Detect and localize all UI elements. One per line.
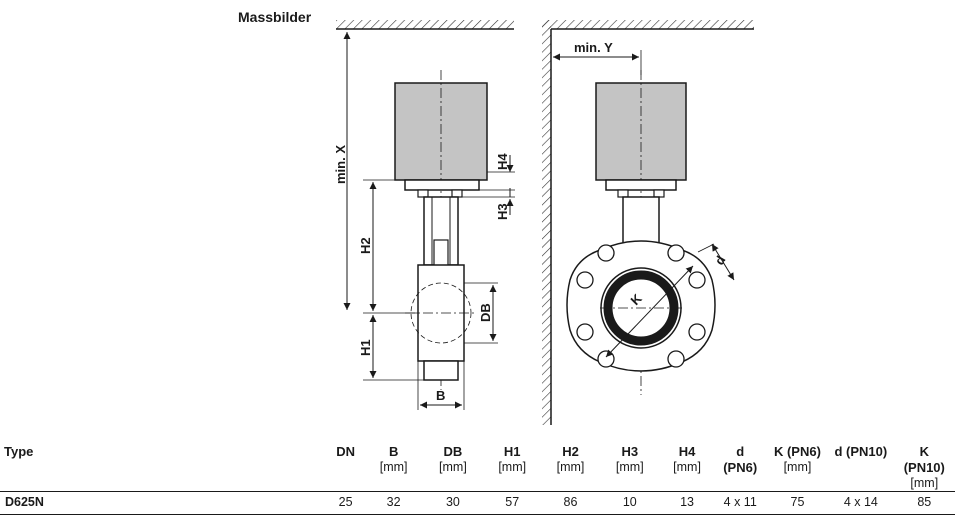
wall-hatch: [542, 20, 551, 425]
label-min-x: min. X: [333, 145, 348, 184]
column-header-dn: DN: [327, 444, 364, 492]
label-min-y: min. Y: [574, 40, 613, 55]
column-header-h2: H2[mm]: [541, 444, 600, 492]
label-h2: H2: [358, 237, 373, 254]
cell-db: 30: [423, 491, 483, 515]
cell-d-pn6: 4 x 11: [713, 491, 767, 515]
column-header-h3: H3[mm]: [599, 444, 661, 492]
mounting-flange: [404, 179, 480, 191]
cell-k-pn6: 75: [766, 491, 829, 515]
dimension-d: [711, 243, 735, 281]
dimension-table: Type DN B[mm] DB[mm] H1[mm] H2[mm] H3[mm…: [0, 444, 955, 515]
cell-h1: 57: [482, 491, 542, 515]
table-header-row: Type DN B[mm] DB[mm] H1[mm] H2[mm] H3[mm…: [0, 444, 955, 492]
label-db: DB: [478, 303, 493, 322]
side-view-drawing: min. X H2 H1: [333, 20, 515, 410]
column-header-db: DB[mm]: [423, 444, 483, 492]
column-header-type: Type: [0, 444, 328, 492]
column-header-d-pn10: d (PN10): [828, 444, 894, 492]
table-row: D625N 25 32 30 57 86 10 13 4 x 11 75 4 x…: [0, 491, 955, 515]
cell-b: 32: [363, 491, 424, 515]
dimension-k: [605, 265, 694, 358]
column-header-h4: H4[mm]: [660, 444, 714, 492]
column-header-k-pn6: K (PN6)[mm]: [766, 444, 829, 492]
section-title: Massbilder: [238, 9, 312, 25]
cell-k-pn10: 85: [893, 491, 955, 515]
cell-h4: 13: [660, 491, 714, 515]
cell-h3: 10: [599, 491, 661, 515]
column-header-h1: H1[mm]: [482, 444, 542, 492]
ceiling-hatch: [336, 20, 514, 29]
label-b: B: [436, 388, 445, 403]
label-h1: H1: [358, 339, 373, 356]
cell-dn: 25: [327, 491, 364, 515]
cell-type: D625N: [0, 491, 328, 515]
column-header-k-pn10: K (PN10)[mm]: [893, 444, 955, 492]
dimension-drawings: min. X H2 H1: [333, 20, 754, 425]
ceiling-hatch-right: [542, 20, 754, 29]
cell-d-pn10: 4 x 14: [828, 491, 894, 515]
label-h3: H3: [495, 203, 510, 220]
label-h4: H4: [495, 153, 510, 170]
column-header-d-pn6: d (PN6): [713, 444, 767, 492]
front-view-drawing: min. Y K: [542, 20, 754, 425]
label-d: d: [712, 253, 729, 267]
cell-h2: 86: [541, 491, 600, 515]
column-header-b: B[mm]: [363, 444, 424, 492]
